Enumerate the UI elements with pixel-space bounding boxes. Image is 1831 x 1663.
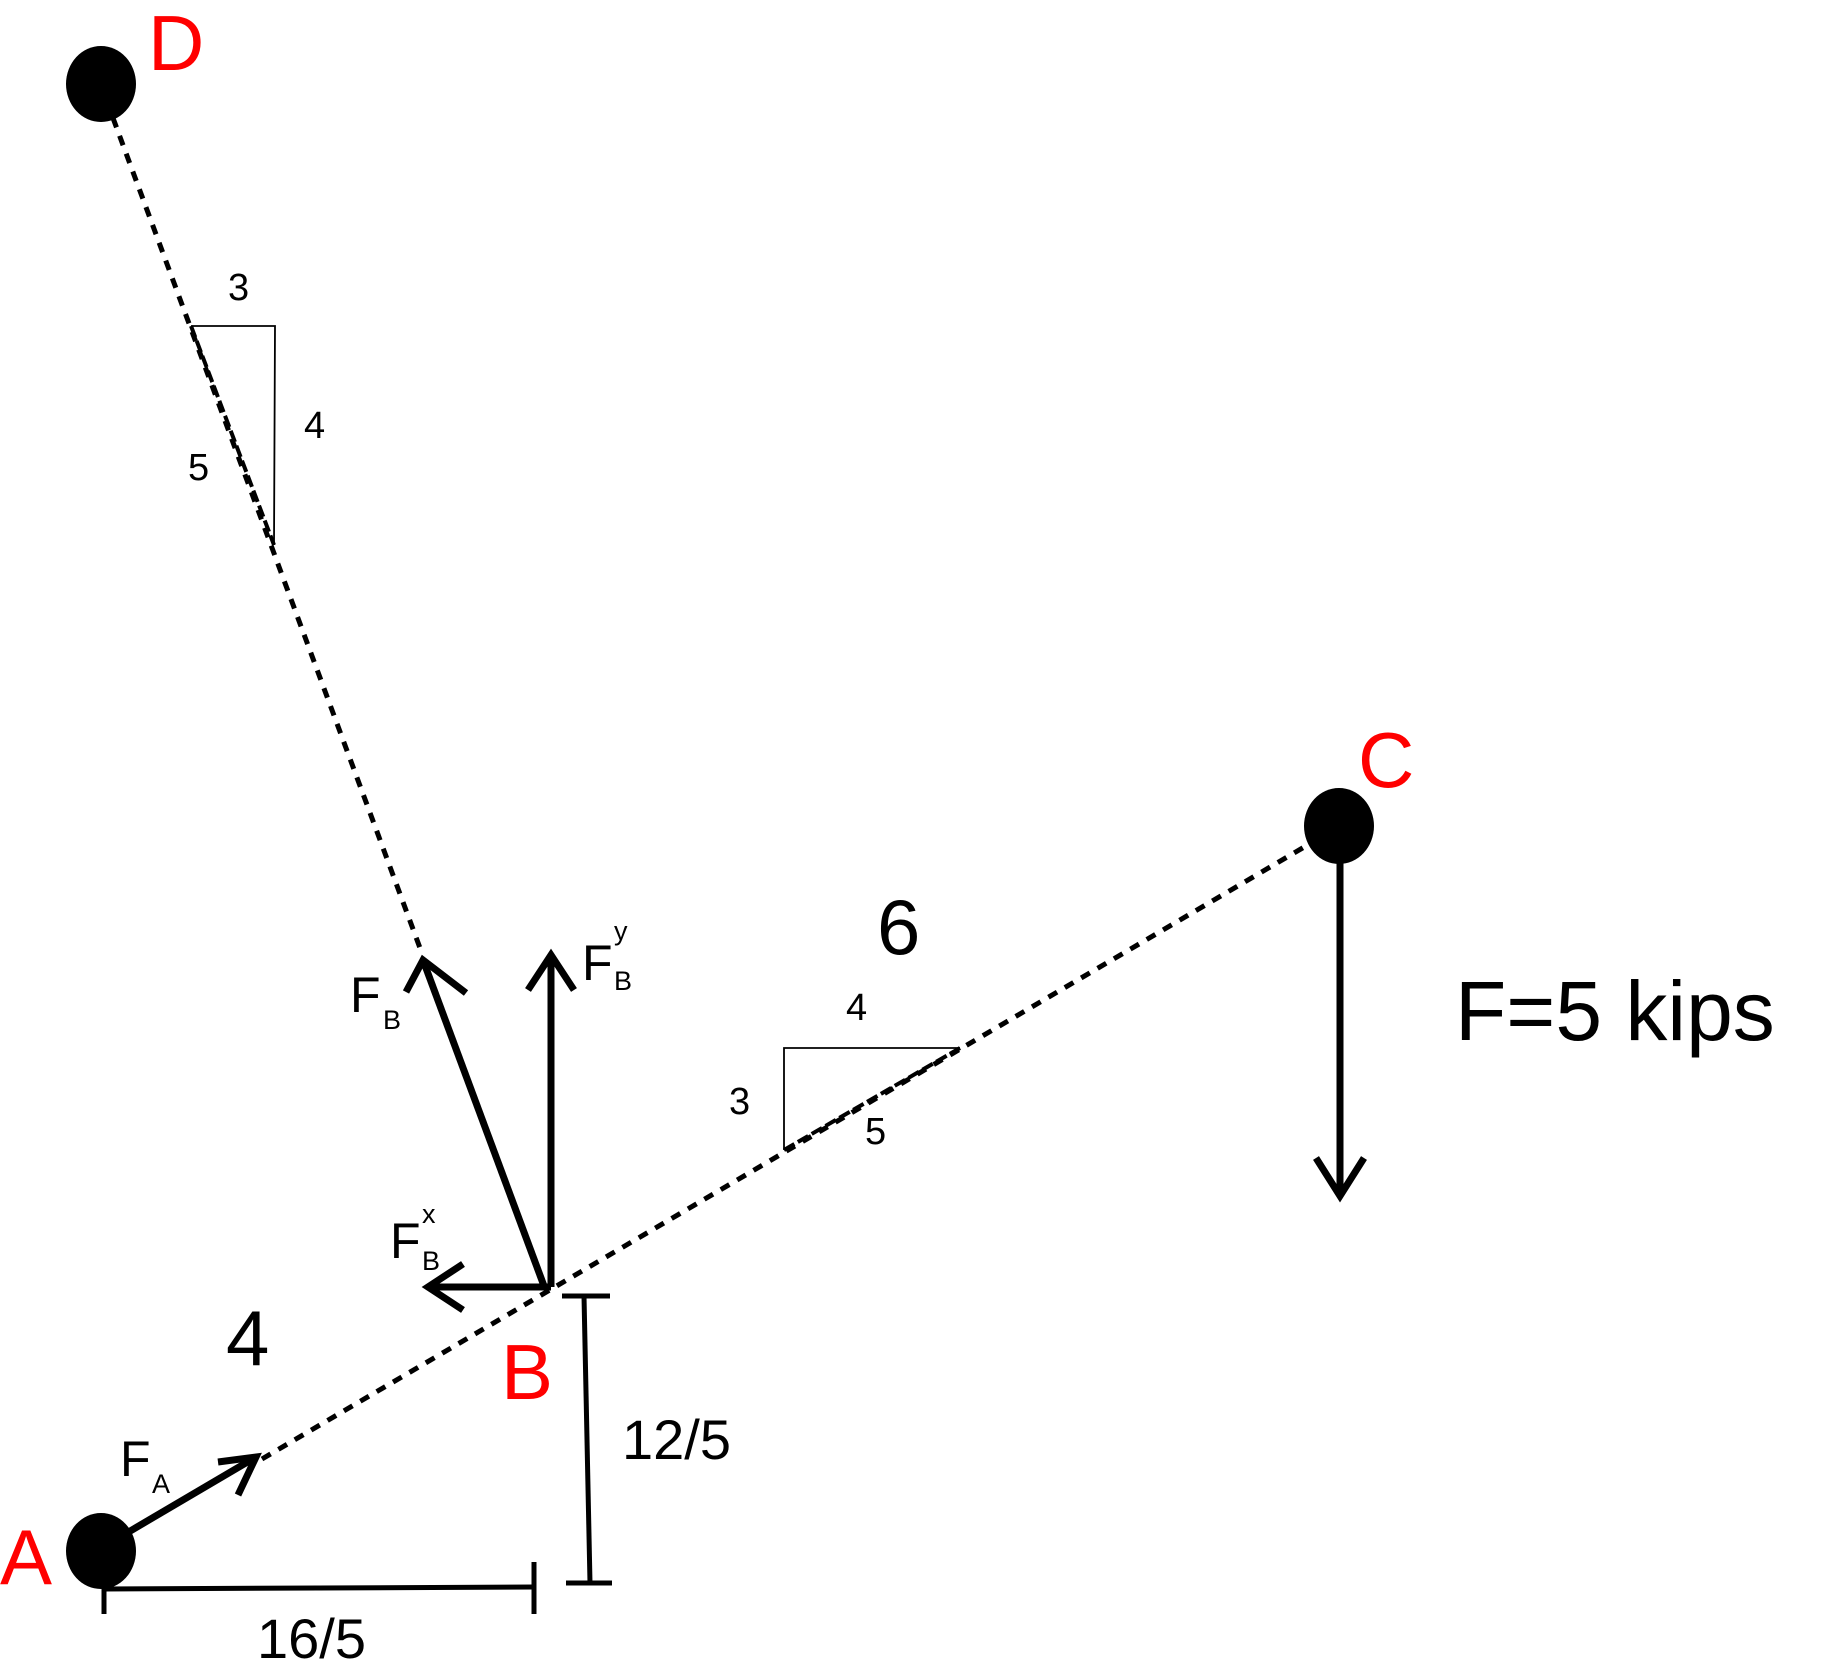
point-label-a: A xyxy=(0,1513,52,1601)
force-label-fa-sub: A xyxy=(152,1469,170,1499)
dimension-horizontal-label: 16/5 xyxy=(257,1607,366,1663)
force-fb-shaft xyxy=(419,958,548,1288)
force-label-fby: F y B xyxy=(582,916,632,996)
slope-triangle-bd-horizontal: 3 xyxy=(228,267,249,309)
member-line-bd xyxy=(110,117,423,949)
joint-a xyxy=(66,1513,136,1589)
force-label-fbx: F x B xyxy=(390,1199,440,1276)
load-arrow-head xyxy=(1313,1156,1367,1203)
slope-triangle-bd-legs xyxy=(191,325,276,546)
force-label-fby-main: F xyxy=(582,935,613,991)
slope-triangle-bc: 4 3 5 xyxy=(729,987,962,1153)
force-label-fbx-sup: x xyxy=(422,1199,436,1229)
force-label-fb: F B xyxy=(350,967,401,1035)
point-label-b: B xyxy=(501,1328,553,1416)
load-label: F=5 kips xyxy=(1455,964,1775,1058)
slope-triangle-bc-vertical: 3 xyxy=(729,1081,750,1123)
slope-triangle-bc-hypotenuse-label: 5 xyxy=(865,1111,886,1153)
dimension-vertical-label: 12/5 xyxy=(622,1408,731,1471)
force-label-fbx-main: F xyxy=(390,1213,421,1269)
member-line-ac xyxy=(260,823,1342,1462)
force-fa-head xyxy=(217,1452,262,1497)
force-fby-head xyxy=(525,948,577,992)
point-label-c: C xyxy=(1358,716,1414,804)
slope-triangle-bd-hypotenuse xyxy=(189,325,276,546)
force-label-fb-main: F xyxy=(350,967,381,1023)
dimension-vertical-line xyxy=(581,1295,593,1584)
joint-d xyxy=(66,46,136,122)
force-label-fbx-sub: B xyxy=(422,1246,440,1276)
dimension-horizontal-line xyxy=(103,1584,535,1592)
member-lines xyxy=(110,117,1342,1462)
force-fb-head xyxy=(402,954,469,996)
force-label-fa: F A xyxy=(120,1431,170,1499)
slope-triangle-bd: 3 4 5 xyxy=(188,267,325,546)
slope-triangle-bc-hypotenuse xyxy=(782,1046,962,1152)
force-fa-shaft xyxy=(118,1453,258,1541)
force-label-fby-sup: y xyxy=(614,916,628,946)
slope-triangle-bd-vertical: 4 xyxy=(304,405,325,447)
slope-triangle-bc-horizontal: 4 xyxy=(846,987,867,1029)
point-label-d: D xyxy=(148,0,204,87)
member-length-bc: 6 xyxy=(877,883,920,971)
force-arrows xyxy=(118,858,1367,1541)
force-fbx-head xyxy=(421,1261,465,1313)
slope-triangle-bd-hypotenuse-label: 5 xyxy=(188,447,209,489)
force-label-fa-main: F xyxy=(120,1431,151,1487)
joints xyxy=(66,46,1374,1589)
force-label-fb-sub: B xyxy=(383,1005,401,1035)
member-length-ab: 4 xyxy=(226,1294,269,1382)
force-label-fby-sub: B xyxy=(614,966,632,996)
joint-c xyxy=(1304,788,1374,864)
slope-triangle-bc-legs xyxy=(783,1047,960,1150)
